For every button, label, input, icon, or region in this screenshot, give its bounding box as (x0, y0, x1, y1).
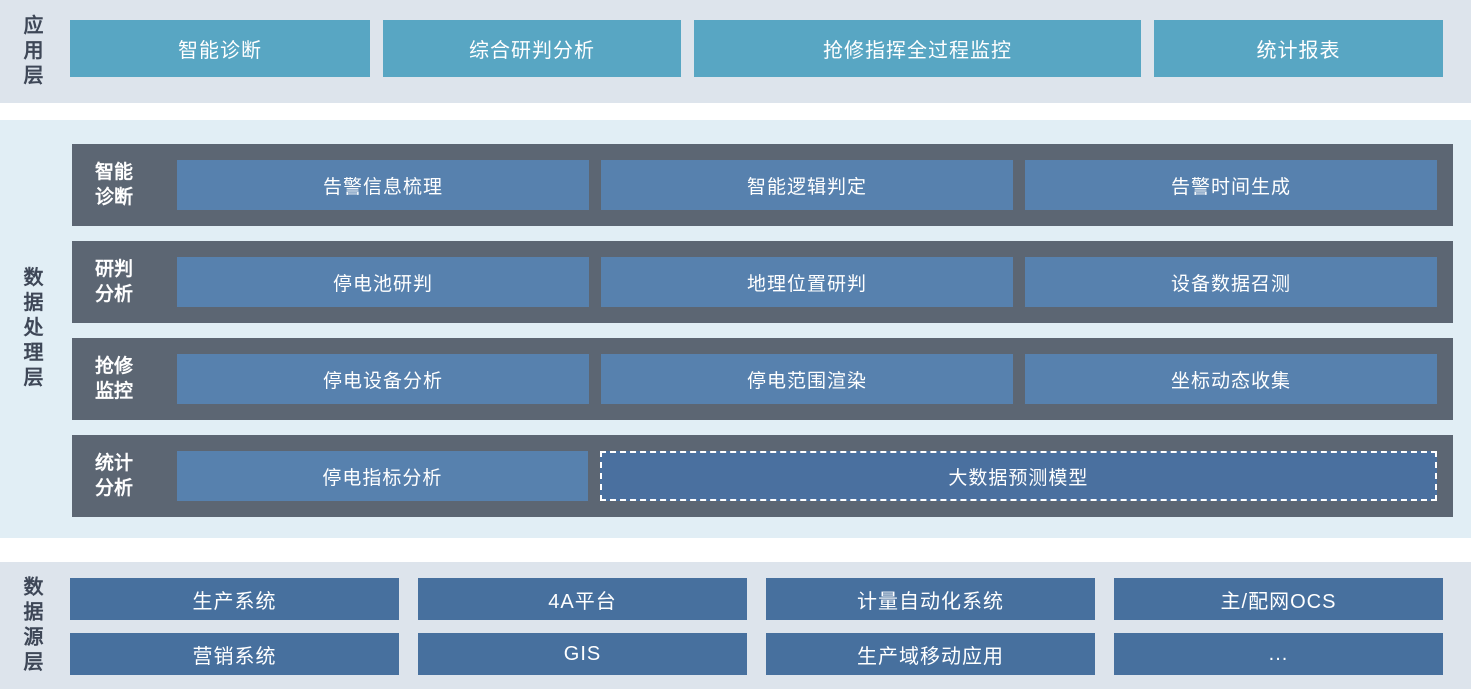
process-block-intelligent-logic-judgment: 智能逻辑判定 (601, 160, 1013, 210)
application-layer-label: 应用层 (20, 14, 42, 89)
processing-row-intelligent-diagnosis: 智能 诊断 告警信息梳理 智能逻辑判定 告警时间生成 (72, 144, 1453, 226)
process-block-alarm-time-generation: 告警时间生成 (1025, 160, 1437, 210)
process-block-big-data-prediction-model: 大数据预测模型 (599, 451, 1437, 501)
app-block-statistical-reports: 统计报表 (1154, 20, 1443, 77)
row-title: 抢修 监控 (95, 356, 134, 402)
app-block-comprehensive-analysis: 综合研判分析 (383, 20, 681, 77)
data-source-layer-label: 数据源层 (20, 575, 42, 676)
source-block-production-system: 生产系统 (70, 578, 399, 620)
processing-row-statistical-analysis: 统计 分析 停电指标分析 大数据预测模型 (72, 435, 1453, 517)
process-block-outage-equipment-analysis: 停电设备分析 (177, 354, 589, 404)
row-boxes: 停电指标分析 大数据预测模型 (177, 451, 1453, 501)
process-block-outage-analysis: 停电池研判 (177, 257, 589, 307)
source-block-more: ... (1114, 633, 1443, 675)
source-row: 生产系统 4A平台 计量自动化系统 主/配网OCS (70, 578, 1443, 620)
data-processing-layer-label: 数据处理层 (20, 266, 42, 392)
band-divider (0, 538, 1471, 562)
data-source-layer-band: 数据源层 生产系统 4A平台 计量自动化系统 主/配网OCS 营销系统 GIS … (0, 562, 1471, 689)
process-block-alarm-info-sorting: 告警信息梳理 (177, 160, 589, 210)
source-block-marketing-system: 营销系统 (70, 633, 399, 675)
process-block-device-data-reading: 设备数据召测 (1025, 257, 1437, 307)
process-block-outage-area-rendering: 停电范围渲染 (601, 354, 1013, 404)
process-block-outage-indicator-analysis: 停电指标分析 (177, 451, 588, 501)
source-rows: 生产系统 4A平台 计量自动化系统 主/配网OCS 营销系统 GIS 生产域移动… (70, 578, 1443, 675)
source-block-production-mobile-app: 生产域移动应用 (766, 633, 1095, 675)
source-block-gis: GIS (418, 633, 747, 675)
processing-row-research-analysis: 研判 分析 停电池研判 地理位置研判 设备数据召测 (72, 241, 1453, 323)
source-block-main-distribution-ocs: 主/配网OCS (1114, 578, 1443, 620)
app-block-intelligent-diagnosis: 智能诊断 (70, 20, 370, 77)
row-boxes: 告警信息梳理 智能逻辑判定 告警时间生成 (177, 160, 1453, 210)
processing-rows: 智能 诊断 告警信息梳理 智能逻辑判定 告警时间生成 研判 分析 停电池研判 地… (72, 144, 1453, 517)
process-block-geographic-location-analysis: 地理位置研判 (601, 257, 1013, 307)
row-title: 研判 分析 (95, 259, 134, 305)
source-row: 营销系统 GIS 生产域移动应用 ... (70, 633, 1443, 675)
process-block-coordinate-dynamic-collection: 坐标动态收集 (1025, 354, 1437, 404)
row-title: 智能 诊断 (95, 162, 134, 208)
source-block-metering-automation-system: 计量自动化系统 (766, 578, 1095, 620)
row-title: 统计 分析 (95, 453, 134, 499)
application-layer-items: 智能诊断 综合研判分析 抢修指挥全过程监控 统计报表 (70, 20, 1443, 77)
data-processing-layer-band: 数据处理层 智能 诊断 告警信息梳理 智能逻辑判定 告警时间生成 研判 分析 停… (0, 120, 1471, 538)
row-boxes: 停电池研判 地理位置研判 设备数据召测 (177, 257, 1453, 307)
row-boxes: 停电设备分析 停电范围渲染 坐标动态收集 (177, 354, 1453, 404)
band-divider (0, 103, 1471, 120)
processing-row-repair-monitoring: 抢修 监控 停电设备分析 停电范围渲染 坐标动态收集 (72, 338, 1453, 420)
source-block-4a-platform: 4A平台 (418, 578, 747, 620)
app-block-repair-command-monitoring: 抢修指挥全过程监控 (694, 20, 1141, 77)
application-layer-band: 应用层 智能诊断 综合研判分析 抢修指挥全过程监控 统计报表 (0, 0, 1471, 103)
